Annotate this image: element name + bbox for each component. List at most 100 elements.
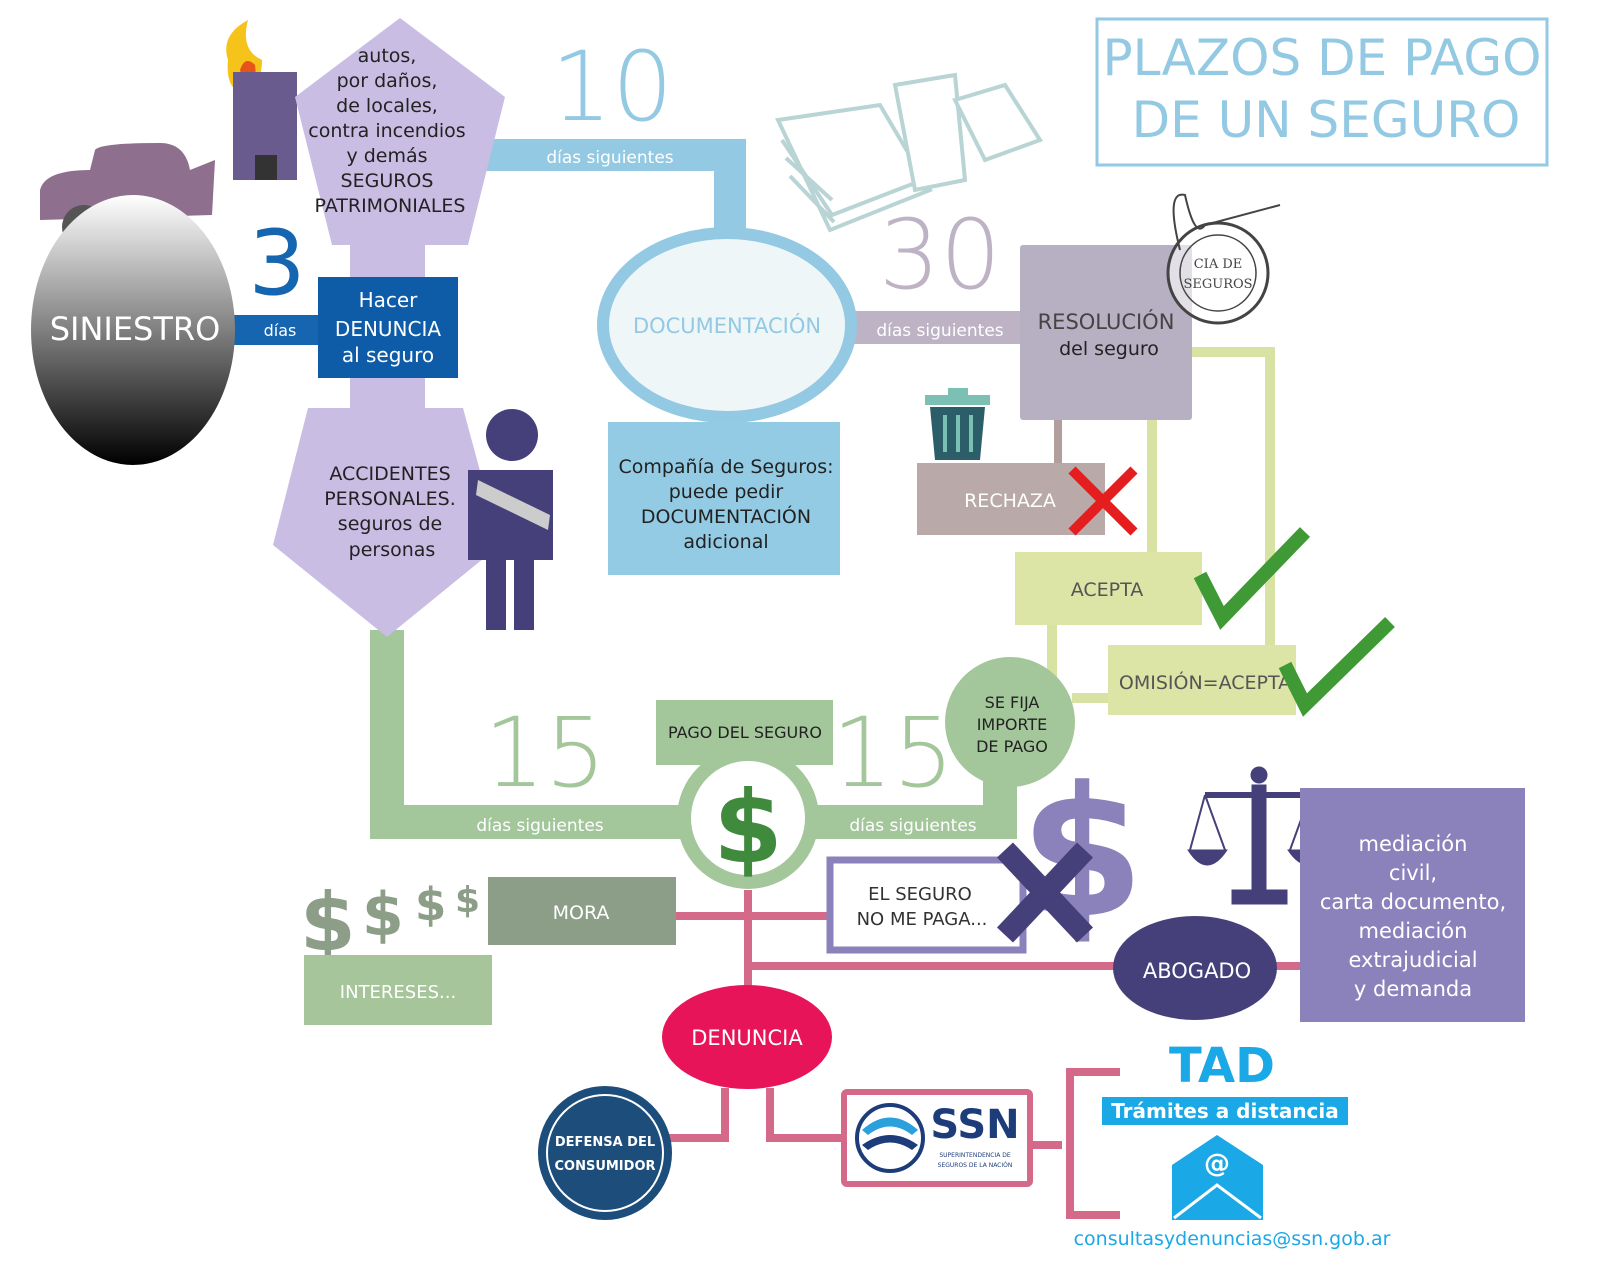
patrimoniales-shape — [295, 18, 505, 245]
svg-text:autos,: autos, — [358, 45, 417, 67]
svg-text:seguros de: seguros de — [338, 513, 442, 535]
compania-text: Compañía de Seguros: puede pedir DOCUMEN… — [618, 456, 833, 553]
days-10-number: 10 — [551, 31, 673, 143]
reject-x-icon — [1068, 466, 1138, 536]
days-3-unit: días — [264, 321, 297, 340]
svg-text:PERSONALES.: PERSONALES. — [324, 488, 456, 510]
svg-text:personas: personas — [349, 539, 436, 561]
denuncia-ellipse — [662, 985, 832, 1089]
siniestro-ellipse — [31, 195, 235, 465]
days-15b-label: días siguientes — [849, 816, 976, 836]
pago-circle — [677, 747, 819, 889]
no-paga-line2: NO ME PAGA... — [857, 909, 988, 930]
days-3-number: 3 — [248, 211, 305, 316]
tad-subtitle: Trámites a distancia — [1111, 1099, 1339, 1123]
no-pay-x-icon — [996, 842, 1094, 943]
connector-acepta — [1047, 347, 1275, 703]
svg-text:adicional: adicional — [683, 531, 768, 553]
acepta-check-icon — [1193, 527, 1311, 630]
connector-pink — [668, 890, 1300, 1219]
defensa-line1: DEFENSA DEL — [555, 1135, 655, 1150]
email-icon: @ — [1172, 1135, 1263, 1220]
documentacion-ellipse — [597, 227, 857, 423]
no-paga-box — [826, 856, 1027, 954]
svg-text:Compañía de Seguros:: Compañía de Seguros: — [618, 456, 833, 478]
days-10-label: días siguientes — [546, 148, 673, 168]
svg-text:$: $ — [415, 878, 446, 931]
mediacion-box — [1300, 788, 1525, 1022]
svg-text:DOCUMENTACIÓN: DOCUMENTACIÓN — [641, 504, 811, 528]
svg-text:mediación: mediación — [1359, 919, 1468, 943]
mora-box — [488, 877, 676, 945]
svg-text:mediación: mediación — [1359, 832, 1468, 856]
personales-text: ACCIDENTES PERSONALES. seguros de person… — [324, 463, 456, 561]
email-link[interactable]: consultasydenuncias@ssn.gob.ar — [1074, 1228, 1391, 1250]
acepta-box — [1015, 552, 1202, 625]
svg-text:extrajudicial: extrajudicial — [1348, 948, 1477, 972]
svg-text:$: $ — [455, 880, 480, 921]
title-box: PLAZOS DE PAGO DE UN SEGURO — [1095, 17, 1549, 167]
compania-box — [608, 422, 840, 575]
intereses-box — [304, 955, 492, 1025]
days-30-label: días siguientes — [876, 321, 1003, 341]
resolucion-box — [1020, 245, 1192, 420]
svg-text:ACCIDENTES: ACCIDENTES — [329, 463, 450, 485]
ssn-logo: SSN SUPERINTENDENCIA DE SEGUROS DE LA NA… — [841, 1089, 1033, 1187]
defensa-line2: CONSUMIDOR — [554, 1159, 655, 1174]
dollars-icon: $ $ $ $ — [300, 876, 480, 969]
tad-bar — [1102, 1097, 1348, 1125]
resolucion-line1: RESOLUCIÓN — [1038, 309, 1175, 334]
se-fija-text: SE FIJA IMPORTE DE PAGO — [976, 693, 1048, 756]
dollar-icon: $ — [713, 769, 783, 886]
days-15a-label: días siguientes — [476, 816, 603, 836]
connector-3 — [230, 315, 325, 345]
svg-text:civil,: civil, — [1389, 861, 1437, 885]
se-fija-circle — [945, 657, 1075, 787]
omision-check-icon — [1278, 616, 1395, 717]
resolucion-line2: del seguro — [1059, 338, 1159, 360]
person-icon — [468, 409, 553, 630]
abogado-ellipse — [1113, 916, 1277, 1020]
defensa-consumidor-logo: DEFENSA DEL CONSUMIDOR — [538, 1086, 672, 1220]
pago-label: PAGO DEL SEGURO — [668, 723, 822, 742]
svg-text:$: $ — [362, 880, 404, 950]
svg-text:contra incendios: contra incendios — [308, 120, 465, 142]
connector-10 — [485, 139, 746, 235]
days-15a-number: 15 — [484, 697, 606, 809]
svg-text:puede pedir: puede pedir — [669, 481, 784, 503]
svg-text:@: @ — [1204, 1149, 1230, 1179]
acepta-label: ACEPTA — [1071, 579, 1144, 601]
mediacion-text: mediación civil, carta documento, mediac… — [1320, 832, 1506, 1001]
intereses-label: INTERESES... — [340, 982, 456, 1003]
svg-text:PATRIMONIALES: PATRIMONIALES — [315, 195, 466, 217]
omision-label: OMISIÓN=ACEPTA — [1119, 670, 1291, 694]
stamp-line1: CIA DE — [1194, 257, 1243, 272]
ssn-sub1: SUPERINTENDENCIA DE — [939, 1152, 1010, 1159]
denuncia-seguro-line2: DENUNCIA — [335, 317, 441, 341]
svg-text:IMPORTE: IMPORTE — [977, 715, 1048, 734]
personales-shape — [273, 408, 500, 637]
days-30-number: 30 — [879, 199, 1001, 311]
omision-box — [1108, 645, 1296, 715]
svg-text:DE PAGO: DE PAGO — [976, 737, 1048, 756]
svg-text:y demás: y demás — [346, 145, 427, 167]
ssn-name: SSN — [930, 1102, 1019, 1148]
denuncia-label: DENUNCIA — [691, 1026, 803, 1050]
trash-icon — [925, 388, 990, 460]
denuncia-seguro-box — [318, 277, 458, 378]
abogado-label: ABOGADO — [1143, 959, 1251, 983]
svg-text:de locales,: de locales, — [336, 95, 438, 117]
siniestro-label: SINIESTRO — [50, 310, 221, 348]
mora-label: MORA — [553, 902, 610, 924]
days-15b-number: 15 — [832, 697, 954, 809]
connector-30 — [852, 311, 1022, 344]
denuncia-seguro-line1: Hacer — [359, 288, 419, 312]
svg-text:carta documento,: carta documento, — [1320, 890, 1506, 914]
documentacion-label: DOCUMENTACIÓN — [633, 313, 821, 338]
rechaza-label: RECHAZA — [964, 490, 1056, 512]
scales-icon — [1187, 766, 1331, 905]
tad-logo: TAD — [1169, 1038, 1275, 1094]
svg-text:por daños,: por daños, — [337, 70, 438, 92]
